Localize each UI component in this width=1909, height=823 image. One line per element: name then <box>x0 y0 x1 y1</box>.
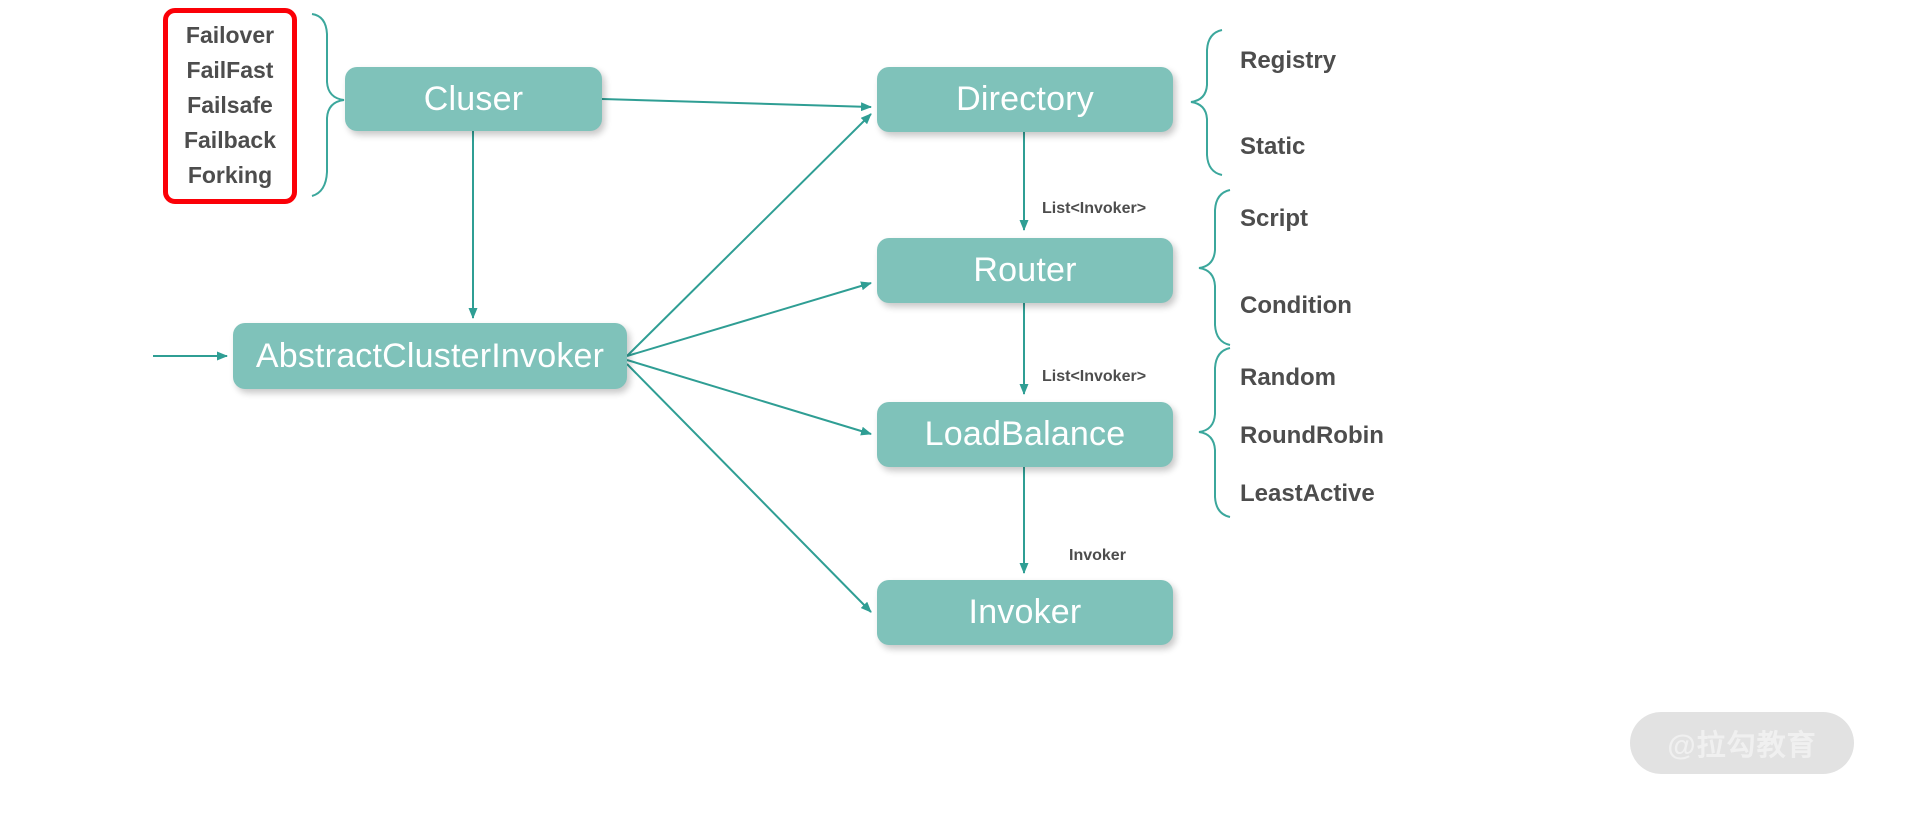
watermark: @拉勾教育 <box>1630 712 1854 774</box>
node-cluser-label: Cluser <box>423 79 524 118</box>
node-directory: Directory <box>877 67 1173 132</box>
node-cluser: Cluser <box>345 67 602 131</box>
edge-label-loadbalance-to-invoker: Invoker <box>1069 547 1126 564</box>
edge-abstractclusterinvoker-to-invoker <box>626 363 872 613</box>
strategy-item: Forking <box>187 162 273 189</box>
node-loadbalance-label: LoadBalance <box>924 415 1126 453</box>
strategy-item: Failsafe <box>187 91 273 118</box>
node-loadbalance: LoadBalance <box>877 402 1173 467</box>
node-abstractclusterinvoker: AbstractClusterInvoker <box>233 323 627 389</box>
side-label-directory-registry: Registry <box>1240 47 1337 74</box>
edge-abstractclusterinvoker-to-directory <box>626 113 872 357</box>
brace-directory <box>1190 29 1223 176</box>
side-label-directory-static: Static <box>1240 133 1306 160</box>
side-label-router-script: Script <box>1240 205 1309 232</box>
side-label-router-condition: Condition <box>1240 292 1352 319</box>
strategy-item: FailFast <box>186 56 274 83</box>
brace-strategies <box>311 13 345 197</box>
node-invoker-label: Invoker <box>968 593 1082 631</box>
side-label-loadbalance-roundrobin: RoundRobin <box>1240 422 1384 449</box>
edge-abstractclusterinvoker-to-router <box>626 281 872 357</box>
edge-label-router-to-loadbalance: List<Invoker> <box>1042 368 1147 385</box>
cluster-strategy-box: Failover FailFast Failsafe Failback Fork… <box>163 8 297 204</box>
strategy-item: Failback <box>183 127 277 154</box>
edge-label-directory-to-router: List<Invoker> <box>1042 200 1147 217</box>
strategy-item: Failover <box>185 21 275 48</box>
node-router-label: Router <box>973 251 1077 289</box>
node-invoker: Invoker <box>877 580 1173 645</box>
brace-loadbalance <box>1198 347 1231 518</box>
side-label-loadbalance-leastactive: LeastActive <box>1240 480 1375 507</box>
node-directory-label: Directory <box>956 80 1094 118</box>
edge-cluser-to-directory <box>601 98 872 112</box>
node-router: Router <box>877 238 1173 303</box>
node-abstractclusterinvoker-label: AbstractClusterInvoker <box>255 336 605 375</box>
side-label-loadbalance-random: Random <box>1240 364 1336 391</box>
brace-router <box>1198 189 1231 346</box>
edge-abstractclusterinvoker-to-loadbalance <box>626 359 872 436</box>
